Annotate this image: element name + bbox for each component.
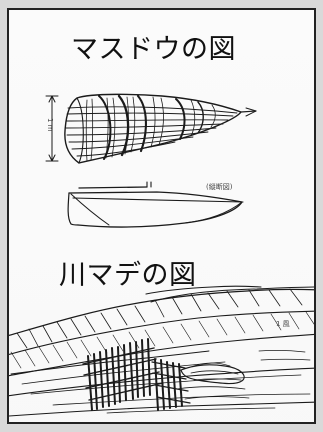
basket-trap-icon <box>45 93 257 164</box>
section-diagram-icon <box>67 181 244 228</box>
kawamade-title: 川マデの図 <box>59 260 197 291</box>
section-label: (縦断図) <box>206 183 233 191</box>
masudo-title: マスドウの図 <box>71 34 236 65</box>
scene-label: 1 風 <box>276 320 290 328</box>
document-frame: マスドウの図 <box>7 8 316 424</box>
height-label: 1 m <box>46 118 54 132</box>
river-weir-scene-icon <box>9 285 314 417</box>
